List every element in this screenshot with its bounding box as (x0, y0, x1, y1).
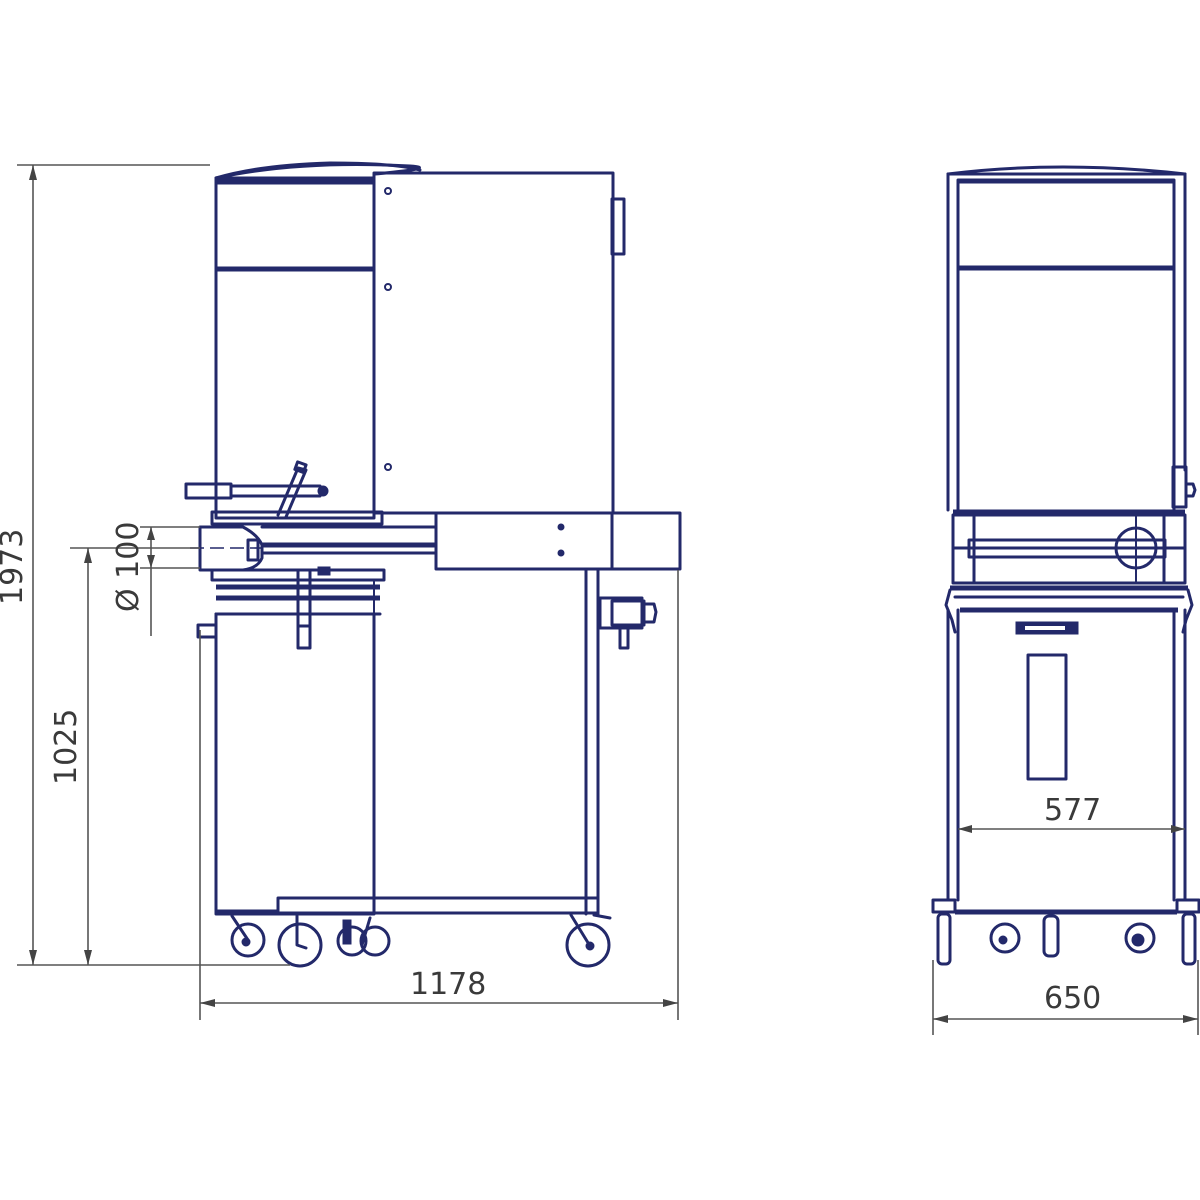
side-view (184, 161, 682, 968)
side-dimensions: 1973 1025 Ø 100 1178 (0, 164, 679, 1020)
dim-inner-width: 577 (1044, 793, 1101, 828)
dim-total-width: 650 (1044, 981, 1101, 1016)
front-dimensions: 577 650 (932, 793, 1199, 1035)
dim-outlet-height: 1025 (49, 709, 84, 785)
side-wheels (230, 913, 612, 968)
dim-side-length: 1178 (410, 967, 486, 1002)
dim-outlet-diameter: Ø 100 (111, 522, 146, 612)
dim-total-height: 1973 (0, 529, 30, 605)
front-wheels (936, 912, 1197, 966)
front-view (931, 165, 1200, 966)
